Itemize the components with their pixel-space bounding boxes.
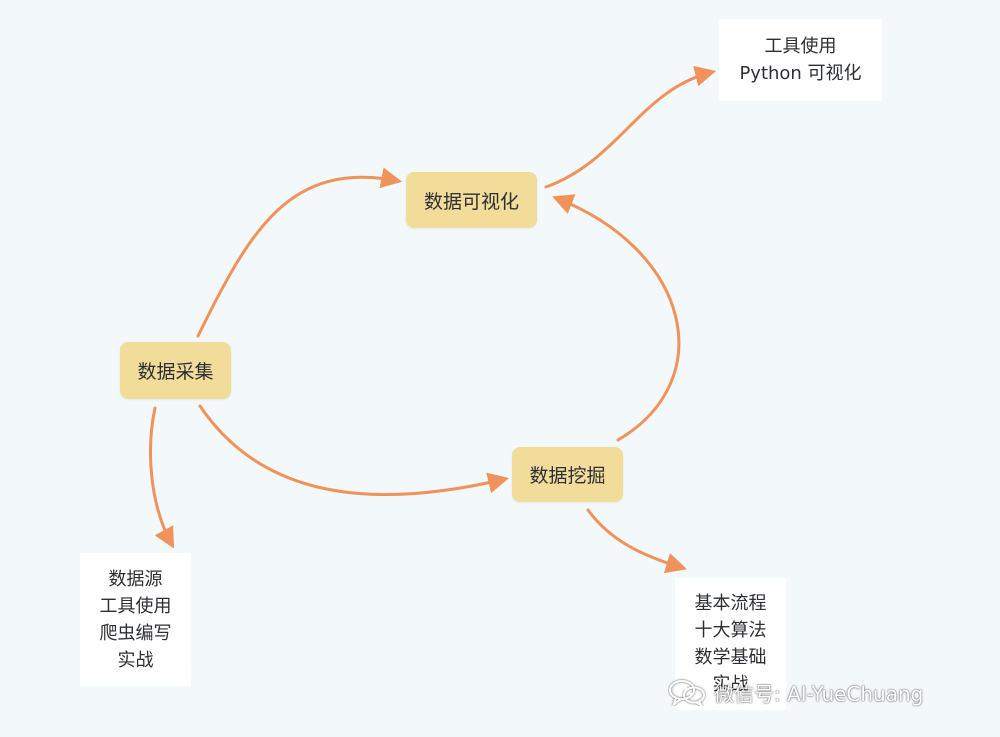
node-data-collection: 数据采集 <box>120 342 231 399</box>
arrow-collect-to-source-note <box>149 406 175 549</box>
note-mining-details: 基本流程 十大算法 数学基础 实战 <box>675 578 786 710</box>
wechat-icon <box>669 680 705 706</box>
note-line: 数据源 <box>108 568 163 590</box>
arrow-collect-to-visualize <box>196 167 403 338</box>
note-line: 工具使用 <box>99 595 172 617</box>
arrow-collect-to-mining <box>198 404 510 497</box>
note-line: 基本流程 <box>694 593 767 614</box>
watermark-text: 微信号: AI-YueChuang <box>714 681 924 706</box>
note-line: Python 可视化 <box>739 63 862 84</box>
wechat-watermark: 微信号: AI-YueChuang <box>668 676 923 708</box>
note-line: 十大算法 <box>694 620 767 641</box>
note-line: 爬虫编写 <box>99 622 172 644</box>
note-line: 工具使用 <box>764 36 837 57</box>
arrow-mining-to-note <box>586 508 688 574</box>
node-data-mining: 数据挖掘 <box>512 447 623 502</box>
note-line: 数学基础 <box>694 647 767 668</box>
note-collection-details: 数据源 工具使用 爬虫编写 实战 <box>80 553 191 686</box>
node-data-visualization: 数据可视化 <box>406 172 537 228</box>
note-line: 实战 <box>117 649 154 671</box>
note-visualization-details: 工具使用 Python 可视化 <box>719 19 882 101</box>
arrow-visualize-to-note <box>544 65 717 189</box>
note-line: 实战 <box>712 674 749 695</box>
arrow-mining-to-visualize <box>552 194 681 442</box>
